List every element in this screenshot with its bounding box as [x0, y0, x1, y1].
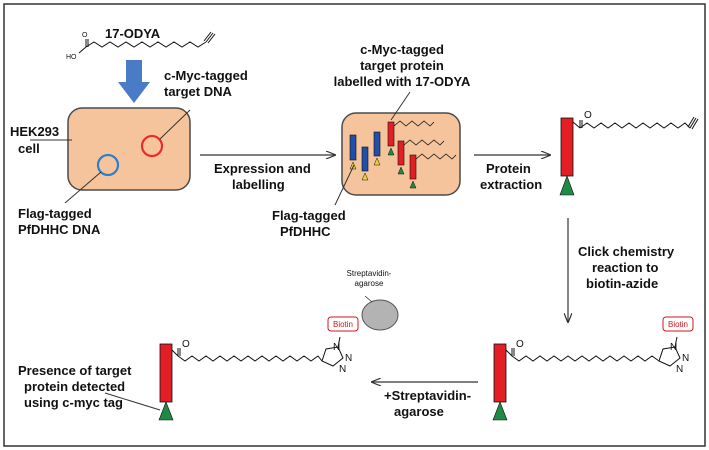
bead-pointer — [364, 295, 373, 303]
biotin-tag-left — [327, 316, 359, 332]
flag-dna-label-1: Flag-tagged — [18, 206, 92, 221]
odya-molecule: O HO — [66, 31, 216, 61]
odya-hydroxyl-label: HO — [66, 54, 77, 61]
triazole-left-n3: N — [339, 364, 346, 375]
extracted-oxygen-label: O — [584, 110, 592, 121]
triazole-left-n2: N — [345, 353, 352, 364]
flag-dna-pointer — [64, 171, 102, 204]
expression-label-1: Expression and — [214, 161, 311, 176]
big-down-arrow — [118, 60, 150, 103]
strep-small-label-1: Streptavidin- — [347, 269, 392, 278]
odya-label: 17-ODYA — [105, 26, 161, 41]
flag-pf-label-1: Flag-tagged — [272, 208, 346, 223]
hek293-cell — [67, 107, 191, 191]
cmyc-target-proteins — [387, 120, 457, 189]
hek-label-1: HEK293 — [10, 124, 59, 139]
hek-label-2: cell — [18, 141, 40, 156]
cmyc-protein-pointer — [390, 91, 411, 121]
extracted-labelled-protein: O — [559, 110, 699, 196]
click-label-3: biotin-azide — [586, 276, 658, 291]
cmyc-protein-label-1: c-Myc-tagged — [360, 42, 444, 57]
cmyc-protein-label-2: target protein — [360, 58, 444, 73]
triazole-right-n1: N — [670, 342, 677, 353]
presence-pointer — [104, 392, 161, 411]
triazole-left-n1: N — [333, 342, 340, 353]
triazole-right-n2: N — [682, 353, 689, 364]
extraction-label-1: Protein — [486, 161, 531, 176]
presence-label-1: Presence of target — [18, 363, 132, 378]
cmyc-protein-label-3: labelled with 17-ODYA — [334, 74, 471, 89]
figure-border — [3, 3, 706, 447]
extraction-label-2: extraction — [480, 177, 542, 192]
flag-dna-ring — [96, 153, 120, 177]
cmyc-dna-ring — [140, 134, 164, 158]
strep-small-label-2: agarose — [355, 279, 384, 288]
flag-pf-pointer — [334, 164, 355, 206]
click-label-2: reaction to — [592, 260, 659, 275]
presence-label-2: protein detected — [24, 379, 125, 394]
expression-label-2: labelling — [232, 177, 285, 192]
triazole-right-n3: N — [676, 364, 683, 375]
plus-strep-label-2: agarose — [394, 404, 444, 419]
cmyc-dna-label-1: c-Myc-tagged — [164, 68, 248, 83]
biotin-tag-left-label: Biotin — [333, 320, 353, 329]
cmyc-dna-pointer — [159, 109, 191, 140]
captured-protein: O N N N — [158, 336, 352, 421]
cmyc-dna-label-2: target DNA — [164, 84, 233, 99]
plus-strep-label-1: +Streptavidin- — [384, 388, 471, 403]
odya-oxygen-label: O — [82, 32, 88, 39]
biotinylated-protein: O N N N — [492, 336, 689, 421]
flag-dna-label-2: PfDHHC DNA — [18, 222, 101, 237]
biotinylated-oxygen-label: O — [516, 339, 524, 350]
biotin-tag-right-label: Biotin — [668, 320, 688, 329]
flag-pfdhhc-proteins — [349, 131, 381, 181]
presence-label-3: using c-myc tag — [24, 395, 123, 410]
streptavidin-bead — [361, 299, 399, 331]
captured-oxygen-label: O — [182, 339, 190, 350]
click-label-1: Click chemistry — [578, 244, 675, 259]
biotin-tag-right — [662, 316, 694, 332]
flag-pf-label-2: PfDHHC — [280, 224, 331, 239]
